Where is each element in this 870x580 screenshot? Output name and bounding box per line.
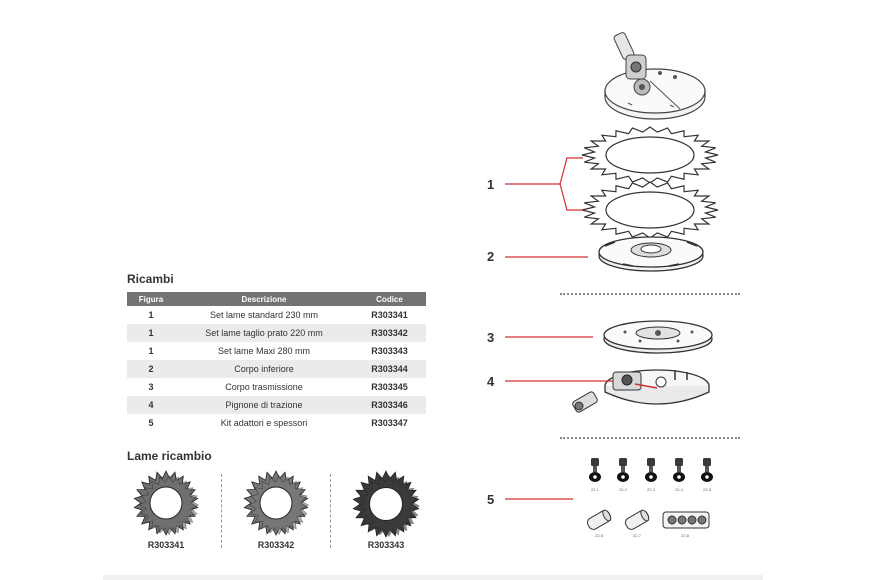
row-descrizione: Corpo trasmissione xyxy=(225,382,303,392)
kit-label: 22-2 xyxy=(618,487,627,492)
row-codice: R303344 xyxy=(353,360,426,378)
row-codice: R303341 xyxy=(371,310,408,320)
section-divider xyxy=(560,437,740,439)
blade-separator xyxy=(221,474,222,548)
row-descrizione: Set lame taglio prato 220 mm xyxy=(175,324,353,342)
table-row: 4 Pignone di trazione R303346 xyxy=(127,396,426,414)
table-row: 1 Set lame standard 230 mm R303341 xyxy=(127,306,426,324)
row-descrizione: Pignone di trazione xyxy=(175,396,353,414)
table-row: 5 Kit adattori e spessori R303347 xyxy=(127,414,426,432)
table-row: 2 Corpo inferiore R303344 xyxy=(127,360,426,378)
screw-icon xyxy=(645,458,657,482)
table-row: 1 Set lame Maxi 280 mm R303343 xyxy=(127,342,426,360)
kit-label: 22-7 xyxy=(632,533,641,538)
callout-4: 4 xyxy=(487,374,495,389)
leader-line-3 xyxy=(505,336,593,338)
lower-body-illustration xyxy=(598,236,704,272)
blade-image-3 xyxy=(352,470,421,538)
spacer-plate-icon xyxy=(662,511,710,529)
table-row: 3 Corpo trasmissione R303345 xyxy=(127,378,426,396)
table-row: 1 Set lame taglio prato 220 mm R303342 xyxy=(127,324,426,342)
row-descrizione: Set lame standard 230 mm xyxy=(209,310,319,320)
row-figura: 5 xyxy=(148,418,154,428)
header-codice: Codice xyxy=(353,292,426,306)
callout-1: 1 xyxy=(487,177,495,192)
blade-ring-bottom xyxy=(581,181,719,239)
row-figura: 4 xyxy=(127,396,175,414)
parts-table-header: Figura Descrizione Codice xyxy=(127,292,426,306)
kit-label: 22-4 xyxy=(674,487,683,492)
ricambi-title: Ricambi xyxy=(127,272,174,286)
callout-5: 5 xyxy=(487,492,495,507)
screw-icon xyxy=(589,458,601,482)
transmission-body-illustration xyxy=(603,320,713,354)
screw-icon xyxy=(617,458,629,482)
screw-icon xyxy=(701,458,713,482)
row-codice: R303346 xyxy=(353,396,426,414)
leader-line-5 xyxy=(505,498,573,500)
row-descrizione: Set lame Maxi 280 mm xyxy=(217,346,311,356)
row-codice: R303343 xyxy=(371,346,408,356)
leader-line-1 xyxy=(505,157,583,211)
leader-line-4 xyxy=(505,380,613,382)
leader-line-2 xyxy=(505,256,588,258)
callout-2: 2 xyxy=(487,249,495,264)
row-descrizione: Corpo inferiore xyxy=(175,360,353,378)
blade-image-1 xyxy=(133,470,200,536)
row-figura: 1 xyxy=(148,310,154,320)
header-descrizione: Descrizione xyxy=(175,292,353,306)
screw-icon xyxy=(673,458,685,482)
adapter-sleeve-icon xyxy=(586,509,612,530)
row-codice: R303345 xyxy=(371,382,408,392)
row-figura: 2 xyxy=(127,360,175,378)
kit-label: 22-3 xyxy=(646,487,655,492)
footer-bar xyxy=(103,575,763,580)
blade-code-1: R303341 xyxy=(147,540,185,550)
blade-code-2: R303342 xyxy=(257,540,295,550)
blade-image-2 xyxy=(243,470,310,536)
blade-ring-top xyxy=(581,126,719,184)
blade-code-3: R303343 xyxy=(367,540,405,550)
kit-label: 22-8 xyxy=(680,533,689,538)
row-codice: R303347 xyxy=(371,418,408,428)
row-figura: 1 xyxy=(127,324,175,342)
kit-label: 22-1 xyxy=(590,487,599,492)
adapter-sleeve-icon xyxy=(624,509,650,530)
lame-title: Lame ricambio xyxy=(127,449,212,463)
parts-table: Figura Descrizione Codice 1 Set lame sta… xyxy=(127,292,426,432)
row-codice: R303342 xyxy=(353,324,426,342)
motor-head-illustration xyxy=(604,32,706,120)
header-figura: Figura xyxy=(127,292,175,306)
row-descrizione: Kit adattori e spessori xyxy=(220,418,308,428)
kit-label: 22-6 xyxy=(594,533,603,538)
callout-3: 3 xyxy=(487,330,495,345)
section-divider xyxy=(560,293,740,295)
blade-separator xyxy=(330,474,331,548)
kit-label: 22-5 xyxy=(702,487,711,492)
row-figura: 3 xyxy=(148,382,154,392)
row-figura: 1 xyxy=(148,346,154,356)
drive-pinion-illustration xyxy=(572,369,710,413)
